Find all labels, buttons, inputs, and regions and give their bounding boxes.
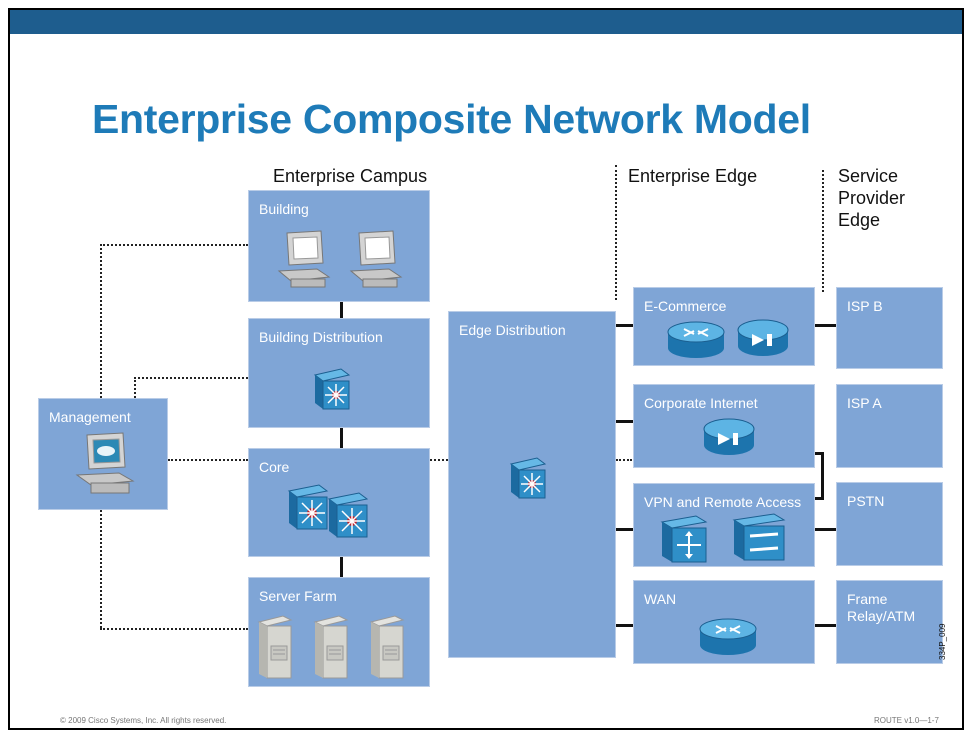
isp-a-label: ISP A	[847, 395, 882, 411]
server-icon	[313, 615, 349, 679]
router-icon	[667, 321, 725, 358]
edge-distribution-label: Edge Distribution	[459, 322, 566, 338]
management-module: Management	[38, 398, 168, 510]
vpn-remote-access-label: VPN and Remote Access	[644, 494, 802, 510]
wan-module: WAN	[633, 580, 815, 664]
vpn-remote-access-module: VPN and Remote Access	[633, 483, 815, 567]
wan-frame-link	[815, 624, 836, 627]
core-label: Core	[259, 459, 290, 475]
isp-b-label: ISP B	[847, 298, 883, 314]
firewall-icon	[732, 513, 786, 561]
mgmt-serverfarm-line	[100, 628, 248, 630]
mgmt-core-line	[168, 459, 248, 461]
mgmt-distribution-line	[134, 377, 248, 379]
copyright-text: © 2009 Cisco Systems, Inc. All rights re…	[60, 716, 227, 725]
figure-code: 334P_009	[938, 623, 947, 660]
cloud-pc-icon	[75, 432, 135, 494]
core-serverfarm-link	[340, 557, 343, 577]
mgmt-vertical-upper-line	[100, 244, 102, 398]
core-module: Core	[248, 448, 430, 557]
building-dist-link	[340, 302, 343, 318]
pstn-label: PSTN	[847, 493, 885, 509]
edge-separator-line	[615, 165, 617, 300]
server-icon	[369, 615, 405, 679]
edge-internet-dotted-line	[616, 459, 632, 461]
corporate-internet-module: Corporate Internet	[633, 384, 815, 468]
internet-ispa-link-a	[815, 452, 824, 455]
enterprise-campus-label: Enterprise Campus	[273, 166, 428, 186]
building-module: Building	[248, 190, 430, 302]
slide-header-bar	[10, 10, 962, 34]
management-label: Management	[49, 409, 131, 425]
building-distribution-module: Building Distribution	[248, 318, 430, 428]
frame-relay-atm-module: Frame Relay/ATM	[836, 580, 943, 664]
pc-icon	[349, 230, 403, 288]
server-farm-label: Server Farm	[259, 588, 337, 604]
frame-relay-atm-label: Frame Relay/ATM	[847, 591, 916, 624]
edge-distribution-module: Edge Distribution	[448, 311, 616, 658]
pc-icon	[277, 230, 331, 288]
firewall-icon	[737, 319, 789, 356]
corporate-internet-label: Corporate Internet	[644, 395, 758, 411]
enterprise-edge-label: Enterprise Edge	[628, 166, 758, 186]
edge-ecommerce-link	[616, 324, 633, 327]
ecommerce-module: E-Commerce	[633, 287, 815, 366]
isp-a-module: ISP A	[836, 384, 943, 468]
vpn-pstn-link	[815, 528, 836, 531]
multilayer-switch-icon	[287, 484, 329, 530]
multilayer-switch-icon	[313, 368, 351, 410]
ecommerce-ispb-link	[815, 324, 836, 327]
slide-title: Enterprise Composite Network Model	[92, 96, 811, 142]
internet-ispa-link-b	[821, 452, 824, 499]
multilayer-switch-icon	[327, 492, 369, 538]
course-page-number: ROUTE v1.0—1-7	[874, 716, 939, 725]
edge-vpn-link	[616, 528, 633, 531]
isp-b-module: ISP B	[836, 287, 943, 369]
mgmt-building-line	[100, 244, 248, 246]
ecommerce-label: E-Commerce	[644, 298, 727, 314]
multilayer-switch-icon	[509, 457, 547, 499]
dist-core-link	[340, 428, 343, 448]
server-icon	[257, 615, 293, 679]
firewall-icon	[703, 418, 755, 455]
building-label: Building	[259, 201, 309, 217]
vpn-concentrator-icon	[660, 515, 708, 563]
service-provider-edge-label: Service Provider Edge	[838, 166, 906, 230]
server-farm-module: Server Farm	[248, 577, 430, 687]
core-edge-dotted-line	[430, 459, 448, 461]
sp-edge-separator-line	[822, 170, 824, 292]
edge-wan-link	[616, 624, 633, 627]
building-distribution-label: Building Distribution	[259, 329, 383, 345]
wan-label: WAN	[644, 591, 677, 607]
mgmt-distribution-drop-line	[134, 377, 136, 398]
router-icon	[699, 618, 757, 655]
pstn-module: PSTN	[836, 482, 943, 566]
mgmt-vertical-lower-line	[100, 510, 102, 628]
edge-internet-link	[616, 420, 633, 423]
internet-ispa-link-c	[815, 497, 824, 500]
